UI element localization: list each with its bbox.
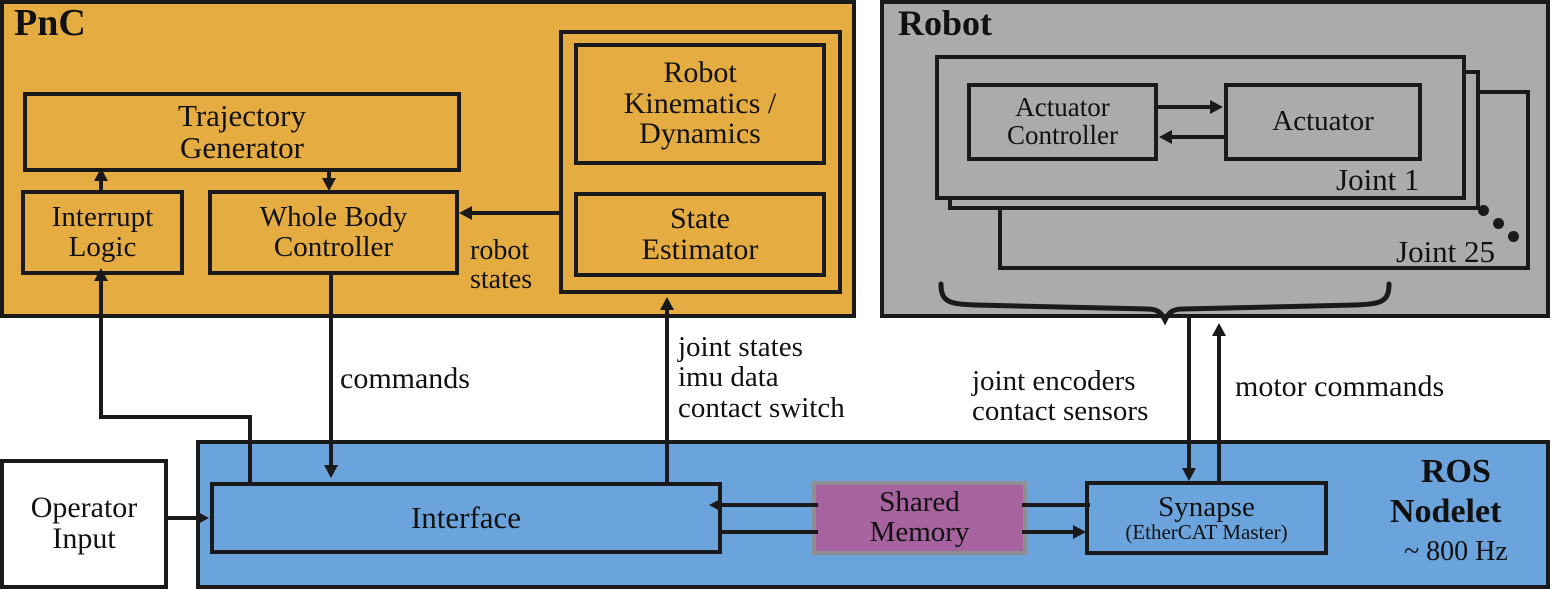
edge-trajectory-to-wbc [327,172,331,180]
ros-title-line2: Nodelet [1390,493,1502,530]
edge-wbc-to-interface [329,275,333,465]
whole-body-controller-box[interactable]: Whole Body Controller [208,190,459,275]
synapse-box[interactable]: Synapse (EtherCAT Master) [1085,481,1328,555]
interface-box[interactable]: Interface [210,482,722,554]
interrupt-logic-label: Interrupt Logic [51,200,154,263]
edge-synapse-to-robot [1217,335,1221,481]
arrowhead-stateestimator-in-bottom [660,297,674,310]
edge-operator-to-interface [168,516,204,520]
edge-interface-to-interruptlogic-v1 [99,280,103,419]
arrowhead-robot-in-bottom [1212,323,1226,336]
edge-stateestimator-to-wbc [472,211,562,215]
joint-encoders-label: joint encoders contact sensors [972,365,1149,428]
commands-label: commands [340,362,470,395]
synapse-sublabel: (EtherCAT Master) [1125,520,1288,545]
arrowhead-actuator-in [1210,100,1223,114]
arrowhead-wbc-in-top [322,178,336,191]
edge-controller-to-actuator [1158,105,1212,109]
operator-input-box[interactable]: Operator Input [0,459,168,589]
ros-title-line1: ROS [1421,453,1491,490]
whole-body-controller-label: Whole Body Controller [259,200,408,263]
joint-states-label: joint states imu data contact switch [678,331,845,424]
robot-states-label: robot states [470,235,533,295]
arrowhead-interface-in-left [196,511,209,525]
synapse-label: Synapse [1158,490,1255,523]
interrupt-logic-box[interactable]: Interrupt Logic [21,190,184,275]
shared-memory-box[interactable]: Shared Memory [812,481,1027,555]
arrowhead-trajectory-in [94,168,108,181]
operator-input-label: Operator Input [30,491,138,555]
arrowhead-wbc-in-right [459,206,472,220]
actuator-label: Actuator [1272,105,1374,138]
arrowhead-interruptlogic-in-bottom [94,268,108,281]
robot-title: Robot [898,3,993,43]
interface-label: Interface [410,500,522,536]
robot-model-group [559,30,842,294]
robot-kinematics-dynamics-label: Robot Kinematics / Dynamics [623,56,777,151]
joints-brace [938,281,1392,326]
edge-interruptlogic-to-trajectory [99,178,103,192]
shared-memory-label: Shared Memory [869,486,970,548]
state-estimator-label: State Estimator [641,201,759,266]
edge-robot-to-synapse [1187,318,1191,470]
joints-ellipsis [1478,205,1538,250]
pnc-title: PnC [14,2,86,44]
arrowhead-interface-in-top [324,465,338,478]
edge-sharedmemory-to-interface [722,503,818,507]
edge-interface-to-stateestimator [665,310,669,482]
arrowhead-interface-in-right [709,498,722,512]
state-estimator-box[interactable]: State Estimator [574,192,826,277]
arrowhead-synapse-in-top [1182,468,1196,481]
ros-rate-label: ~ 800 Hz [1404,536,1508,567]
joint-1-label: Joint 1 [1336,162,1420,197]
edge-interface-to-interruptlogic-v2 [248,415,252,486]
edge-interface-to-interruptlogic-h [99,415,252,419]
robot-kinematics-dynamics-box[interactable]: Robot Kinematics / Dynamics [574,43,826,165]
edge-interface-to-sharedmemory [718,530,818,534]
arrowhead-controller-in [1159,130,1172,144]
actuator-controller-box[interactable]: Actuator Controller [967,83,1158,161]
joint-25-label: Joint 25 [1396,234,1496,269]
trajectory-generator-box[interactable]: Trajectory Generator [23,92,461,172]
edge-sharedmemory-to-synapse [1022,530,1076,534]
edge-actuator-to-controller [1172,135,1224,139]
actuator-box[interactable]: Actuator [1224,83,1422,161]
motor-commands-label: motor commands [1235,370,1445,403]
arrowhead-synapse-in-left [1073,525,1086,539]
edge-synapse-to-sharedmemory [1022,503,1090,507]
actuator-controller-label: Actuator Controller [1007,92,1118,150]
trajectory-generator-label: Trajectory Generator [178,98,306,165]
